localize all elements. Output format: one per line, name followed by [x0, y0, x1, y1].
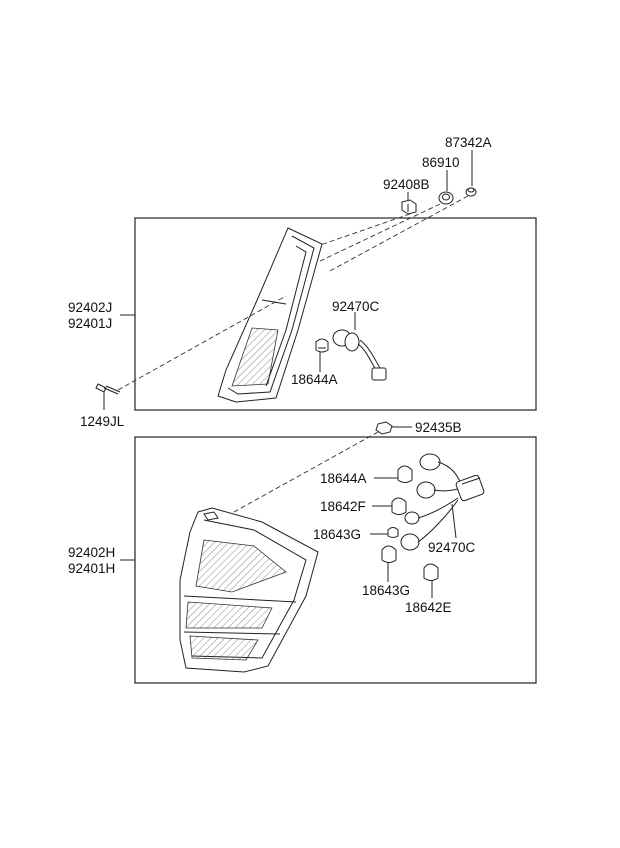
- bulb-18642E: [423, 563, 439, 581]
- label-92402J: 92402J: [68, 300, 112, 315]
- label-92470C-bottom: 92470C: [428, 540, 476, 555]
- label-92402H: 92402H: [68, 545, 115, 560]
- upper-tail-lamp-92402J: [217, 227, 323, 403]
- label-18642F: 18642F: [320, 499, 366, 514]
- lower-tail-lamp-92402H: [179, 507, 319, 673]
- label-92401J: 92401J: [68, 316, 112, 331]
- clip-92435B: [375, 421, 393, 435]
- bulb-18642F: [391, 497, 407, 515]
- bulb-18644A-bottom: [397, 465, 413, 483]
- label-92401H: 92401H: [68, 561, 115, 576]
- grommet-86910: [438, 191, 454, 205]
- label-1249JL: 1249JL: [80, 414, 125, 429]
- label-86910: 86910: [422, 155, 460, 170]
- socket-harness-92470C-bottom: [400, 453, 485, 551]
- retainer-clip-87342A: [465, 187, 477, 197]
- label-92435B: 92435B: [415, 420, 462, 435]
- label-18643G-b: 18643G: [362, 583, 410, 598]
- label-18644A-top: 18644A: [291, 372, 338, 387]
- screw-1249JL: [95, 383, 121, 395]
- label-18644A-bottom: 18644A: [320, 471, 367, 486]
- label-92470C-top: 92470C: [332, 299, 380, 314]
- nut-92408B: [401, 199, 417, 215]
- upper-assembly-frame: [134, 217, 537, 411]
- label-18643G-a: 18643G: [313, 527, 361, 542]
- bulb-18644A-top: [315, 338, 329, 353]
- label-92408B: 92408B: [383, 177, 430, 192]
- label-87342A: 87342A: [445, 135, 492, 150]
- label-18642E: 18642E: [405, 600, 452, 615]
- bulb-18643G-b: [381, 545, 397, 563]
- bulb-18643G-a: [387, 527, 399, 538]
- socket-harness-92470C-top: [332, 329, 387, 381]
